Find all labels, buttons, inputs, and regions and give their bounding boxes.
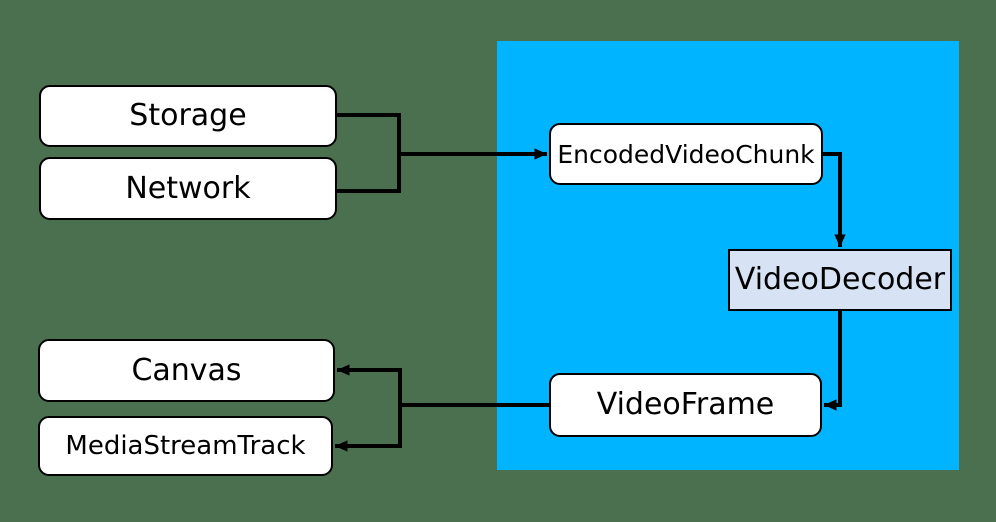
box-encodedvideochunk: EncodedVideoChunk <box>549 123 823 185</box>
box-mediastreamtrack: MediaStreamTrack <box>38 416 333 476</box>
box-canvas-label: Canvas <box>131 352 242 388</box>
box-storage-label: Storage <box>129 98 247 133</box>
box-network: Network <box>39 157 337 220</box>
box-videodecoder: VideoDecoder <box>728 249 952 311</box>
box-videoframe-label: VideoFrame <box>596 387 775 422</box>
box-storage: Storage <box>39 85 337 147</box>
box-network-label: Network <box>125 170 251 206</box>
box-videoframe: VideoFrame <box>549 373 822 437</box>
box-videodecoder-label: VideoDecoder <box>734 262 946 297</box>
box-canvas: Canvas <box>38 339 335 402</box>
box-mediastreamtrack-label: MediaStreamTrack <box>65 431 306 461</box>
box-encodedvideochunk-label: EncodedVideoChunk <box>557 139 815 169</box>
